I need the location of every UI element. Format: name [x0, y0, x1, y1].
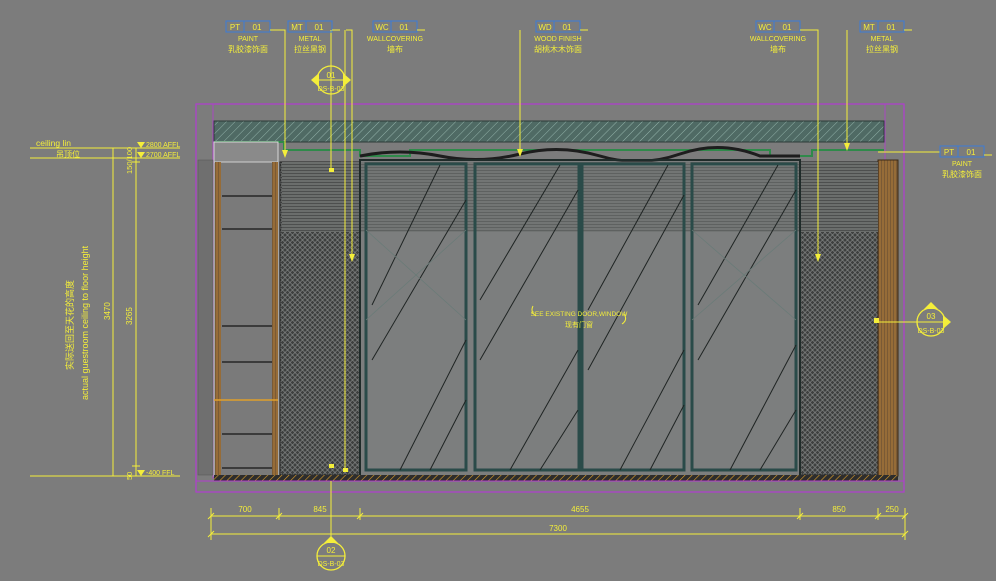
- material-tag-num: 01: [315, 23, 324, 32]
- center-note: SEE EXISTING DOOR,WINDOW 现有门窗: [531, 305, 629, 329]
- material-tag-cn: 乳胶漆饰面: [228, 44, 268, 54]
- ceiling-line-cn-label: 吊顶位: [56, 149, 80, 159]
- material-tag-en: PAINT: [952, 161, 973, 168]
- material-tag-cn: 拉丝黑钢: [294, 44, 326, 54]
- section-marker-02-num: 02: [327, 546, 336, 555]
- material-tag-cn: 胡桃木木饰面: [534, 44, 582, 54]
- material-tag-num: 01: [563, 23, 572, 32]
- section-marker-01: 01 DS-B-03: [311, 65, 351, 95]
- material-tag-cn: 乳胶漆饰面: [942, 169, 982, 179]
- vertical-note-cn: 实际送回至天花的高度: [64, 280, 75, 370]
- center-note-en: SEE EXISTING DOOR,WINDOW: [531, 311, 629, 318]
- material-tag-code: MT: [291, 23, 303, 32]
- material-tag-num: 01: [967, 148, 976, 157]
- material-tag-code: WC: [375, 23, 389, 32]
- center-note-cn: 现有门窗: [565, 320, 593, 329]
- level-marks: ceiling lin 吊顶位 2800 AFFL 2700 AFFL -400…: [30, 138, 180, 477]
- hdim-seg-5: 250: [885, 505, 899, 514]
- material-tag-code: WD: [538, 23, 552, 32]
- material-tag-en: METAL: [299, 36, 322, 43]
- level-lower: 2700 AFFL: [146, 152, 180, 159]
- section-marker-03-num: 03: [927, 312, 936, 321]
- section-marker-02-ref: DS-B-03: [318, 561, 345, 568]
- section-marker-02: 02 DS-B-03: [316, 481, 346, 571]
- vertical-note-en: actual guestroom ceiling to floor height: [80, 245, 90, 400]
- hdim-total: 7300: [549, 524, 567, 533]
- material-tag-en: METAL: [871, 36, 894, 43]
- vertical-dimensions: [112, 148, 140, 476]
- material-tag-num: 01: [253, 23, 262, 32]
- material-tag-code: MT: [863, 23, 875, 32]
- hdim-seg-3: 4655: [571, 505, 589, 514]
- ceiling-molding: [359, 146, 800, 163]
- material-tag-num: 01: [783, 23, 792, 32]
- level-floor: -400 FFL: [146, 470, 175, 477]
- section-marker-01-ref: DS-B-03: [318, 86, 345, 93]
- left-shelving: [213, 141, 279, 477]
- section-marker-03-ref: DS-B-03: [918, 328, 945, 335]
- material-tag-en: WOOD FINISH: [534, 36, 581, 43]
- material-tag-code: PT: [230, 23, 240, 32]
- level-upper: 2800 AFFL: [146, 142, 180, 149]
- material-tag-en: WALLCOVERING: [367, 36, 423, 43]
- material-tag-num: 01: [887, 23, 896, 32]
- material-tag-code: PT: [944, 148, 954, 157]
- glazing-panels: [359, 159, 801, 477]
- section-marker-01-num: 01: [327, 71, 336, 80]
- tag-leader-dots: [329, 168, 879, 472]
- left-wall-column: [197, 159, 214, 476]
- vdim-bottom: 50: [125, 472, 134, 480]
- material-tag-num: 01: [400, 23, 409, 32]
- vdim-middle: 3265: [125, 307, 134, 325]
- material-tag-en: PAINT: [238, 36, 259, 43]
- hdim-seg-2: 845: [313, 505, 327, 514]
- material-tag-code: WC: [758, 23, 772, 32]
- hdim-seg-4: 850: [832, 505, 846, 514]
- floor-band: [214, 475, 898, 481]
- section-marker-03: 03 DS-B-03: [879, 302, 951, 337]
- material-tag-cn: 拉丝黑钢: [866, 44, 898, 54]
- hdim-seg-1: 700: [238, 505, 252, 514]
- ceiling-slab: [213, 120, 885, 143]
- material-tag-cn: 墙布: [387, 44, 403, 54]
- vdim-overall: 3470: [103, 302, 112, 320]
- vdim-top: 150/100: [125, 147, 134, 174]
- material-tag-cn: 墙布: [770, 44, 786, 54]
- material-tag-en: WALLCOVERING: [750, 36, 806, 43]
- leader-arrows: [282, 143, 850, 262]
- ceiling-line-label: ceiling lin: [36, 138, 71, 148]
- right-wood-strip: [877, 159, 899, 477]
- horizontal-dimensions: [207, 508, 909, 540]
